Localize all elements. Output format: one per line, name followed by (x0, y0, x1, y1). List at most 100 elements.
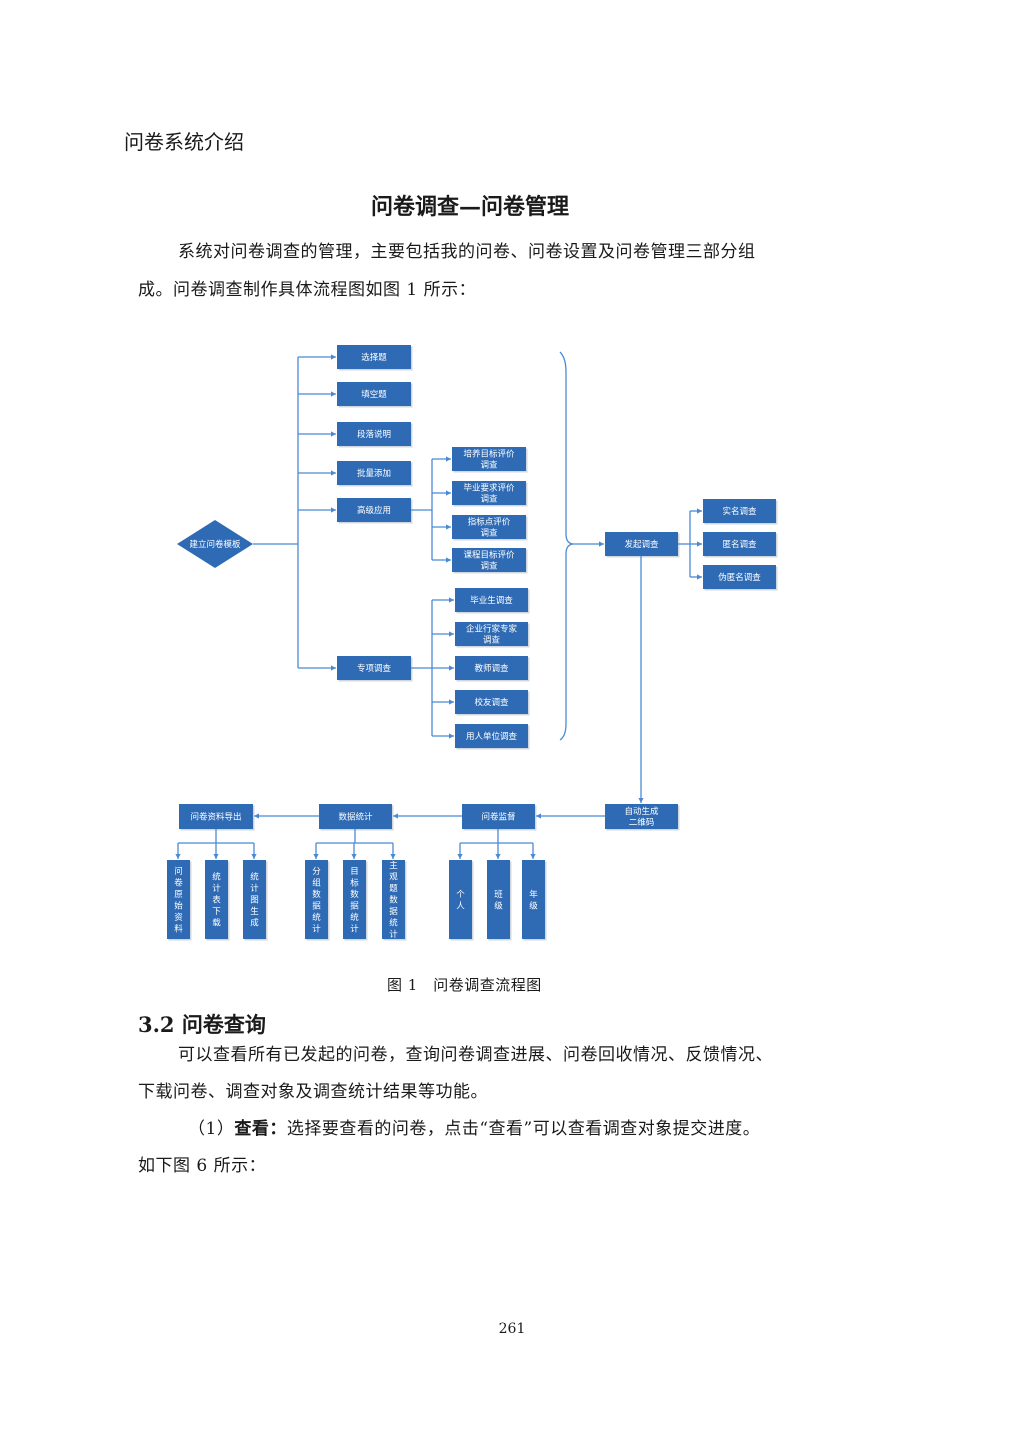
node-label: 二维码 (629, 817, 655, 828)
arrow-head (697, 541, 702, 547)
node-label: 问卷资料导出 (190, 812, 241, 823)
flow-node (462, 804, 535, 829)
flow-node (167, 860, 190, 939)
node-label-char: 个 (456, 890, 465, 900)
node-label-char: 据 (312, 900, 321, 911)
node-label-char: 数 (350, 889, 359, 900)
intro-paragraph-line-1: 系统对问卷调查的管理，主要包括我的问卷、问卷设置及问卷管理三部分组 (178, 242, 756, 262)
arrow-head (331, 470, 336, 476)
node-label: 段落说明 (357, 429, 391, 440)
flow-node (703, 499, 776, 523)
arrow-head (599, 541, 604, 547)
node-label-char: 观 (389, 873, 398, 883)
node-label: 调查 (480, 460, 498, 471)
flow-node (522, 860, 545, 939)
flow-node (343, 860, 366, 939)
flow-node (455, 622, 528, 646)
node-label-char: 下 (212, 907, 221, 917)
flow-node (605, 804, 678, 829)
node-label-char: 班 (494, 889, 503, 900)
node-label-char: 计 (350, 923, 359, 934)
flow-node (455, 588, 528, 612)
node-label-char: 表 (212, 895, 221, 906)
flow-node (452, 481, 526, 505)
node-label-char: 资 (174, 912, 183, 923)
node-label-char: 据 (389, 906, 398, 917)
node-label-char: 数 (389, 895, 398, 906)
figure-caption: 图 1 问卷调查流程图 (387, 976, 542, 994)
flow-node (455, 656, 528, 680)
brace (559, 351, 575, 741)
flow-node (455, 690, 528, 714)
flow-node (452, 515, 526, 539)
node-label-char: 统 (389, 918, 398, 929)
node-label-char: 料 (174, 923, 183, 934)
page-number: 261 (498, 1321, 526, 1337)
node-label-char: 标 (350, 877, 359, 888)
node-label: 调查 (480, 528, 498, 539)
arrow-head (449, 631, 454, 637)
node-label-char: 级 (494, 900, 503, 911)
arrow-head (638, 798, 644, 803)
flow-node (243, 860, 266, 939)
intro-paragraph-line-2: 成。问卷调查制作具体流程图如图 1 所示： (138, 280, 477, 300)
flow-node (337, 345, 411, 369)
flow-node (305, 860, 328, 939)
node-label: 指标点评价 (468, 517, 511, 528)
node-label-char: 生 (250, 906, 259, 917)
flow-node (487, 860, 510, 939)
node-label-char: 级 (529, 900, 538, 911)
node-label-char: 计 (389, 929, 398, 940)
node-label-char: 成 (250, 918, 259, 929)
arrow-head (390, 854, 396, 859)
node-label: 调查 (480, 561, 498, 572)
node-label-char: 统 (312, 912, 321, 923)
node-label: 课程目标评价 (463, 550, 515, 561)
flow-node (382, 860, 405, 939)
root-diamond (177, 520, 253, 568)
node-label: 教师调查 (474, 663, 509, 674)
node-label-char: 统 (350, 912, 359, 923)
arrow-head (254, 813, 259, 819)
node-label-char: 始 (174, 900, 183, 911)
flow-node (605, 532, 678, 556)
arrow-head (697, 574, 702, 580)
node-label: 企业行家专家 (466, 624, 518, 635)
flow-node (449, 860, 472, 939)
node-label: 培养目标评价 (463, 449, 515, 460)
page-title: 问卷调查—问卷管理 (370, 194, 569, 220)
node-label: 调查 (480, 494, 498, 505)
node-label: 填空题 (361, 389, 387, 400)
node-label-char: 人 (456, 901, 465, 911)
arrow-head (446, 524, 451, 530)
node-label: 发起调查 (624, 539, 659, 550)
node-label: 数据统计 (338, 812, 373, 823)
arrow-head (331, 507, 336, 513)
query-paragraph-line-1: 可以查看所有已发起的问卷，查询问卷调查进展、问卷回收情况、反馈情况、 (178, 1045, 773, 1065)
arrow-head (331, 391, 336, 397)
flow-node (703, 532, 776, 556)
flow-node (205, 860, 228, 939)
flow-node (703, 565, 776, 589)
view-paragraph-line-2: 如下图 6 所示： (138, 1156, 267, 1176)
item-number: （1） (188, 1119, 235, 1139)
arrow-head (449, 733, 454, 739)
arrow-head (530, 854, 536, 859)
arrow-head (331, 431, 336, 437)
arrow-head (449, 597, 454, 603)
view-paragraph-line-1: （1）查看：选择要查看的问卷，点击“查看”可以查看调查对象提交进度。 (188, 1114, 760, 1139)
node-label-char: 卷 (174, 877, 183, 888)
node-label-char: 组 (312, 877, 321, 888)
node-label-char: 据 (350, 900, 359, 911)
node-label-char: 计 (212, 883, 221, 894)
arrow-head (313, 854, 319, 859)
arrow-head (175, 854, 181, 859)
node-label-char: 图 (250, 896, 259, 906)
view-description: 选择要查看的问卷，点击“查看”可以查看调查对象提交进度。 (286, 1119, 761, 1139)
node-label: 毕业要求评价 (463, 483, 515, 494)
node-label-char: 主 (389, 860, 398, 871)
node-label-char: 统 (250, 872, 259, 883)
flow-node (455, 724, 528, 748)
node-label-char: 数 (312, 889, 321, 900)
node-label: 专项调查 (357, 663, 392, 674)
